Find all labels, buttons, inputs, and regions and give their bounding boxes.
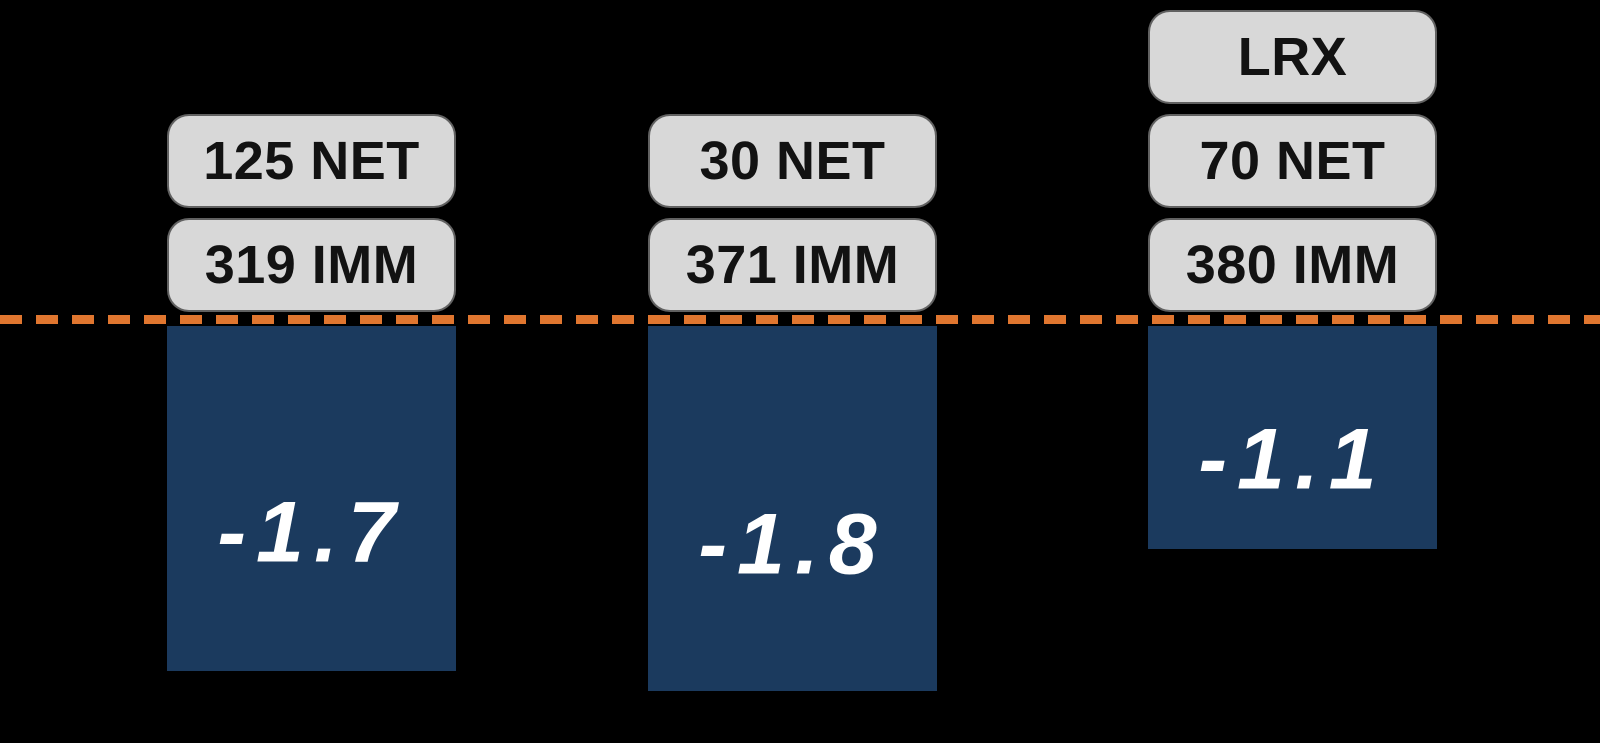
tag-pill-stack: 125 NET 319 IMM — [167, 114, 456, 312]
bar: -1.1 — [1148, 326, 1437, 549]
tag-pill-stack: LRX 70 NET 380 IMM — [1148, 10, 1437, 312]
bar: -1.7 — [167, 326, 456, 671]
tag-pill: 30 NET — [648, 114, 937, 208]
tag-pill: LRX — [1148, 10, 1437, 104]
bar-group: 30 NET 371 IMM -1.8 — [648, 0, 937, 743]
tag-pill: 125 NET — [167, 114, 456, 208]
tag-pill: 319 IMM — [167, 218, 456, 312]
bar-value-label: -1.1 — [1198, 411, 1387, 508]
tag-label: 30 NET — [699, 131, 886, 191]
tag-pill: 70 NET — [1148, 114, 1437, 208]
bar-value-label: -1.7 — [217, 484, 406, 581]
tag-label: 70 NET — [1199, 131, 1386, 191]
tag-pill: 380 IMM — [1148, 218, 1437, 312]
bar-group: LRX 70 NET 380 IMM -1.1 — [1148, 0, 1437, 743]
tag-label: 380 IMM — [1185, 235, 1400, 295]
bar-value-label: -1.8 — [698, 496, 887, 593]
tag-label: 371 IMM — [685, 235, 900, 295]
tag-pill: 371 IMM — [648, 218, 937, 312]
tag-label: LRX — [1237, 27, 1348, 87]
tag-label: 319 IMM — [204, 235, 419, 295]
bar-group: 125 NET 319 IMM -1.7 — [167, 0, 456, 743]
bar: -1.8 — [648, 326, 937, 691]
tag-label: 125 NET — [203, 131, 420, 191]
zero-baseline-dashed-line — [0, 315, 1600, 324]
tag-pill-stack: 30 NET 371 IMM — [648, 114, 937, 312]
